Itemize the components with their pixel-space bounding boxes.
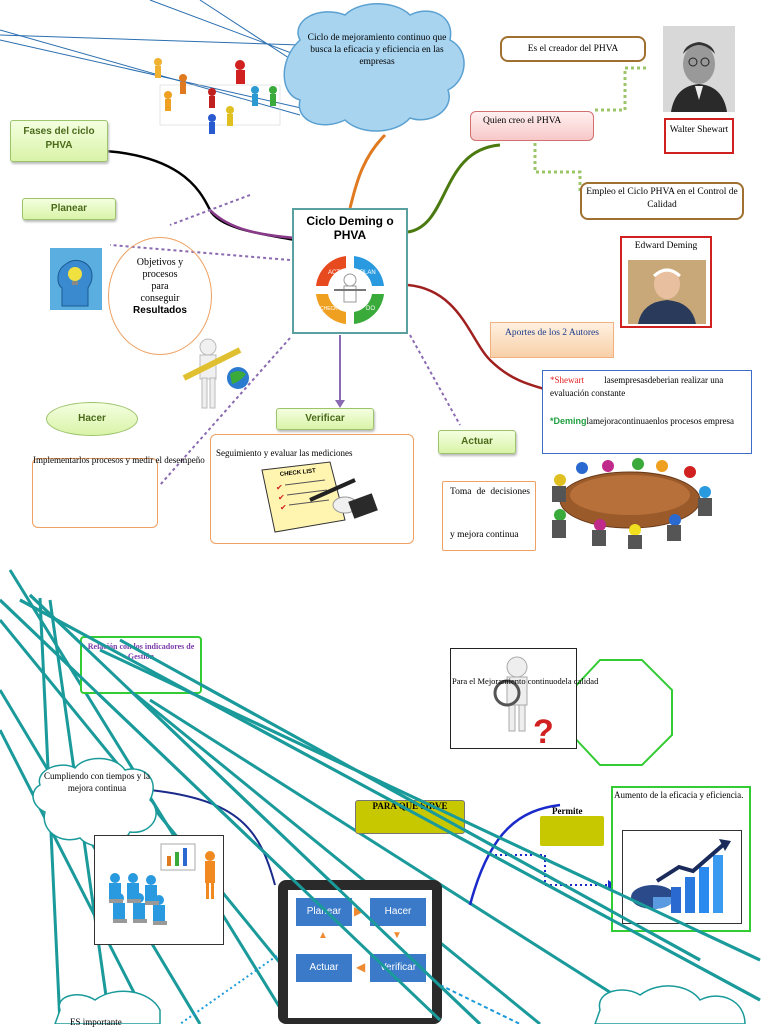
center-title: Ciclo Deming o PHVA — [306, 214, 394, 242]
planear-label-text: Planear — [50, 203, 88, 214]
quien-label: Quien creo el PHVA — [483, 116, 562, 126]
aumento-text: Aumento de la eficacia y eficiencia. — [614, 790, 744, 800]
hacer-label: Hacer — [46, 402, 138, 436]
presentation-image — [94, 835, 224, 945]
objetivos-line2: procesos — [142, 269, 178, 280]
hacer-label-text: Hacer — [78, 413, 106, 424]
shewart-photo — [663, 26, 735, 112]
cycle-word-plan: PLAN — [360, 270, 376, 276]
head-idea-icon — [50, 248, 102, 310]
cycle-card: Planear Hacer Actuar Verificar ▶ ▼ ◀ ▲ — [278, 880, 442, 1024]
aportes-label: Aportes de los 2 Autores — [505, 328, 599, 338]
aportes-box: Aportes de los 2 Autores — [490, 322, 614, 358]
deming-photo — [628, 260, 706, 324]
fases-label: Fases del ciclo PHVA — [10, 120, 108, 162]
fases-label-text: Fases del ciclo PHVA — [23, 126, 95, 151]
objetivos-line4: conseguir — [140, 293, 180, 304]
empleo-text: Empleo el Ciclo PHVA en el Control de Ca… — [586, 187, 738, 210]
cycle-step-actuar: Actuar — [296, 954, 352, 982]
verificar-text: Seguimiento y evaluar las mediciones — [216, 448, 353, 458]
quien-box: Quien creo el PHVA — [470, 111, 594, 141]
cycle-word-check: CHECK — [320, 306, 338, 312]
objetivos-text: Objetivos y procesos para conseguir Resu… — [118, 257, 202, 317]
relacion-box: Relación con los indicadores de Gestión — [80, 636, 202, 694]
actuar-text2: y mejora continua — [450, 530, 519, 540]
creador-box: Es el creador del PHVA — [500, 36, 646, 62]
actuar-label-text: Actuar — [461, 436, 493, 447]
para-que-sirve-label: PARA QUE SIRVE — [355, 800, 465, 834]
para-que-sirve-text: PARA QUE SIRVE — [372, 801, 448, 811]
relacion-label: Relación con los indicadores de Gestión — [87, 642, 195, 661]
cycle-step-planear: Planear — [296, 898, 352, 926]
cycle-word-do: DO — [366, 306, 375, 312]
aporte2-text: lamejoracontinuaenlos procesos empresa — [586, 416, 734, 426]
pdca-wheel-icon: ACT PLAN DO CHECK — [316, 256, 384, 324]
cumpliendo-text: Cumpliendo con tiempos y la mejora conti… — [44, 771, 150, 793]
shewart-name-box: Walter Shewart — [664, 118, 734, 154]
cycle-step-verificar: Verificar — [370, 954, 426, 982]
bottom-cloud-text: ES importante — [70, 1017, 122, 1027]
aportes-content-box — [542, 370, 752, 454]
aporte1-row: *Shewart lasempresasdeberian realizar un… — [550, 374, 746, 400]
hacer-text: Implementarlos procesos y medir el desem… — [33, 455, 205, 465]
verificar-label-text: Verificar — [305, 413, 345, 424]
arrow-up-icon: ▲ — [318, 930, 328, 941]
objetivos-ellipse — [108, 237, 212, 355]
permite-text: Permite — [552, 806, 583, 816]
aporte2-row: *Deminglamejoracontinuaenlos procesos em… — [550, 416, 768, 426]
shewart-name: Walter Shewart — [669, 125, 729, 135]
deming-name: Edward Deming — [634, 241, 698, 251]
empleo-box: Empleo el Ciclo PHVA en el Control de Ca… — [580, 182, 744, 220]
objetivos-line3: para — [151, 281, 169, 292]
planear-label: Planear — [22, 198, 116, 220]
aporte2-name: *Deming — [550, 416, 587, 426]
center-node: Ciclo Deming o PHVA ACT PLAN DO CHECK — [292, 208, 408, 334]
objetivos-line1: Objetivos y — [136, 257, 184, 268]
para-el-text: Para el Mejoramiento continuodela calida… — [452, 676, 599, 686]
arrow-right-icon: ▶ — [354, 904, 364, 918]
cycle-word-act: ACT — [328, 270, 340, 276]
permite-label — [540, 816, 604, 846]
actuar-label: Actuar — [438, 430, 516, 454]
cycle-step-hacer: Hacer — [370, 898, 426, 926]
creador-text: Es el creador del PHVA — [527, 44, 619, 54]
actuar-box — [442, 481, 536, 551]
arrow-left-icon: ◀ — [356, 960, 366, 974]
arrow-down-icon: ▼ — [392, 930, 402, 941]
actuar-text1: Toma de decisiones — [450, 487, 530, 497]
objetivos-bold: Resultados — [133, 305, 187, 316]
deming-card: Edward Deming — [620, 236, 712, 328]
hacer-box — [32, 458, 158, 528]
mejoramiento-image: ? — [450, 648, 577, 749]
verificar-label: Verificar — [276, 408, 374, 430]
cloud-text: Ciclo de mejoramiento continuo que busca… — [307, 33, 447, 67]
svg-text:?: ? — [533, 713, 554, 748]
growth-chart-image — [622, 830, 742, 924]
aporte1-text: lasempresasdeberian realizar una evaluac… — [550, 375, 724, 398]
aporte1-name: *Shewart — [550, 375, 584, 385]
